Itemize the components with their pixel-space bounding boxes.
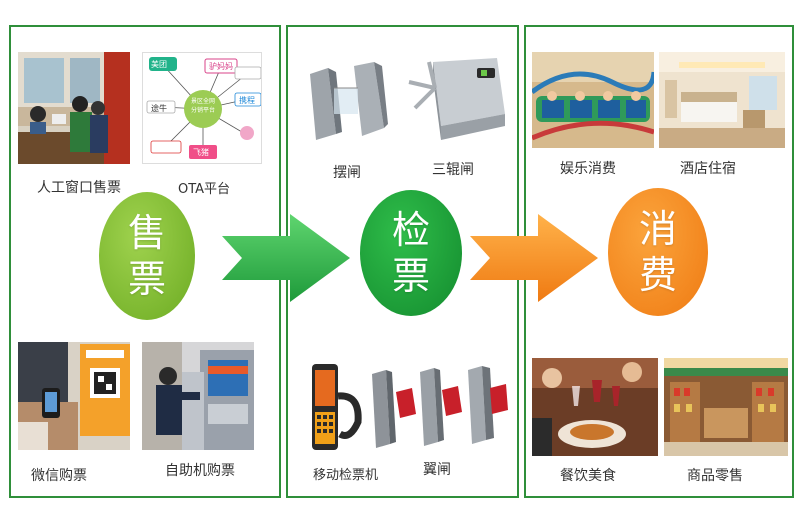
- dining-label: 餐饮美食: [560, 468, 616, 484]
- ota-logo-ctrip: 携程: [239, 96, 255, 105]
- ota-platform-label: OTA平台: [178, 182, 231, 197]
- kiosk-purchase-photo: [142, 342, 254, 450]
- entertainment-label: 娱乐消费: [560, 161, 616, 177]
- ota-logo-fliggy: 飞猪: [193, 148, 209, 157]
- ota-center-line2: 分销平台: [190, 107, 215, 114]
- ota-center-line1: 景区全网: [190, 98, 215, 105]
- kiosk-purchase-label: 自助机购票: [165, 463, 235, 479]
- flap-gate-label: 翼闸: [423, 462, 451, 478]
- retail-label: 商品零售: [687, 468, 743, 484]
- entertainment-photo: [532, 52, 654, 148]
- retail-photo: [664, 358, 788, 456]
- sell-char-2: 票: [127, 257, 166, 301]
- ticket-sales-circle: 售 票: [99, 192, 195, 320]
- check-char-1: 检: [391, 208, 430, 252]
- swing-gate-photo: [304, 58, 390, 144]
- arrow-check-to-consume: [470, 214, 598, 302]
- manual-window-label: 人工窗口售票: [37, 180, 121, 196]
- arrow-sales-to-check: [222, 214, 350, 302]
- check-char-2: 票: [391, 254, 430, 298]
- consume-char-1: 消: [638, 207, 677, 251]
- mobile-checker-label: 移动检票机: [313, 468, 379, 483]
- ota-logo-tuniu: 途牛: [151, 104, 167, 113]
- ticket-check-circle: 检 票: [360, 190, 462, 316]
- wechat-purchase-photo: [18, 342, 130, 450]
- sell-char-1: 售: [127, 211, 166, 255]
- wechat-purchase-label: 微信购票: [31, 468, 87, 484]
- hotel-label: 酒店住宿: [680, 161, 736, 177]
- consume-char-2: 费: [638, 253, 677, 297]
- ota-logo-meituan: 美团: [151, 60, 167, 69]
- ota-platform-diagram: 景区全网 分销平台 美团 驴妈妈 途牛 携程 飞猪: [142, 52, 262, 164]
- mobile-checker-photo: [306, 360, 366, 454]
- consumption-circle: 消 费: [608, 188, 708, 316]
- tripod-turnstile-label: 三辊闸: [432, 162, 474, 178]
- manual-window-photo: [18, 52, 130, 164]
- ota-logo-lvmama: 驴妈妈: [209, 62, 233, 71]
- dining-photo: [532, 358, 658, 456]
- tripod-turnstile-photo: [405, 52, 507, 144]
- flap-gate-photo: [372, 364, 508, 450]
- hotel-photo: [659, 52, 785, 148]
- swing-gate-label: 摆闸: [333, 165, 361, 181]
